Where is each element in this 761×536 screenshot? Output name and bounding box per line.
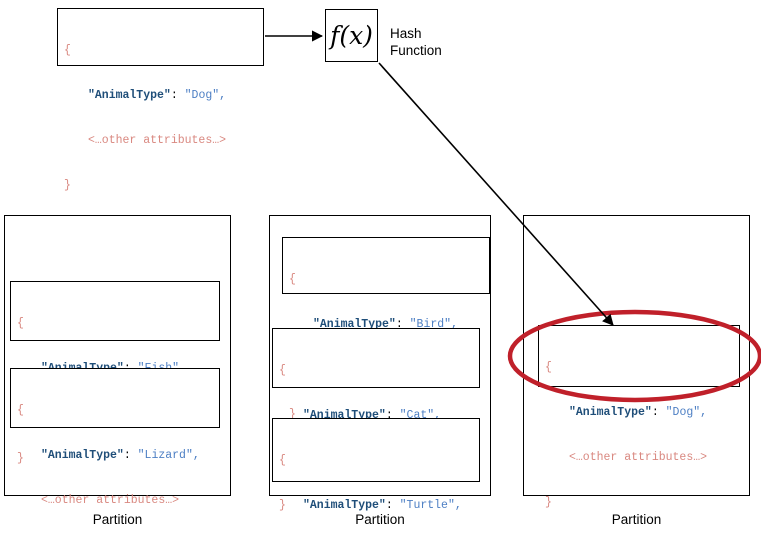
record-key-line: "AnimalType": "Dog", — [88, 89, 227, 102]
partition-2-record-3: { "AnimalType": "Turtle", <…other attrib… — [272, 418, 480, 512]
record-open-brace: { — [17, 404, 24, 417]
record-other-attributes: <…other attributes…> — [41, 494, 180, 507]
partition-1-record-1: { "AnimalType": "Fish", <…other attribut… — [10, 281, 220, 465]
partition-box-1 — [4, 215, 231, 496]
partition-label-3: Partition — [611, 512, 662, 527]
record-key-line: "AnimalType": "Dog", — [569, 406, 708, 419]
partition-1-record-2: { "AnimalType": "Lizard", <…other attrib… — [10, 368, 220, 507]
hash-function-box: f(x) — [325, 9, 378, 62]
partition-label-2: Partition — [355, 512, 405, 527]
hash-caption-line-1: Hash — [390, 26, 422, 41]
record-close-brace: } — [279, 499, 286, 512]
partition-label-1: Partition — [92, 512, 143, 527]
source-record-box: { "AnimalType": "Dog", <…other attribute… — [57, 8, 264, 192]
record-close-brace: } — [289, 408, 296, 421]
record-other-attributes: <…other attributes…> — [88, 134, 227, 147]
record-key-line: "AnimalType": "Lizard", — [41, 449, 200, 462]
record-open-brace: { — [279, 364, 286, 377]
record-close-brace: } — [64, 179, 71, 192]
record-open-brace: { — [289, 273, 296, 286]
partition-2-record-2: { "AnimalType": "Cat", <…other attribute… — [272, 328, 480, 512]
hash-function-caption: Hash Function — [390, 25, 442, 59]
record-other-attributes: <…other attributes…> — [569, 451, 708, 464]
record-close-brace: } — [17, 452, 24, 465]
record-open-brace: { — [279, 454, 286, 467]
record-key-line: "AnimalType": "Turtle", — [303, 499, 462, 512]
record-open-brace: { — [17, 317, 24, 330]
partition-3-record-1: { "AnimalType": "Dog", <…other attribute… — [538, 325, 740, 509]
hash-function-label: f(x) — [330, 21, 373, 50]
record-close-brace: } — [545, 496, 552, 509]
hash-caption-line-2: Function — [390, 43, 442, 58]
record-open-brace: { — [545, 361, 552, 374]
partition-2-record-1: { "AnimalType": "Bird", <…other attribut… — [282, 237, 490, 421]
record-open-brace: { — [64, 44, 71, 57]
